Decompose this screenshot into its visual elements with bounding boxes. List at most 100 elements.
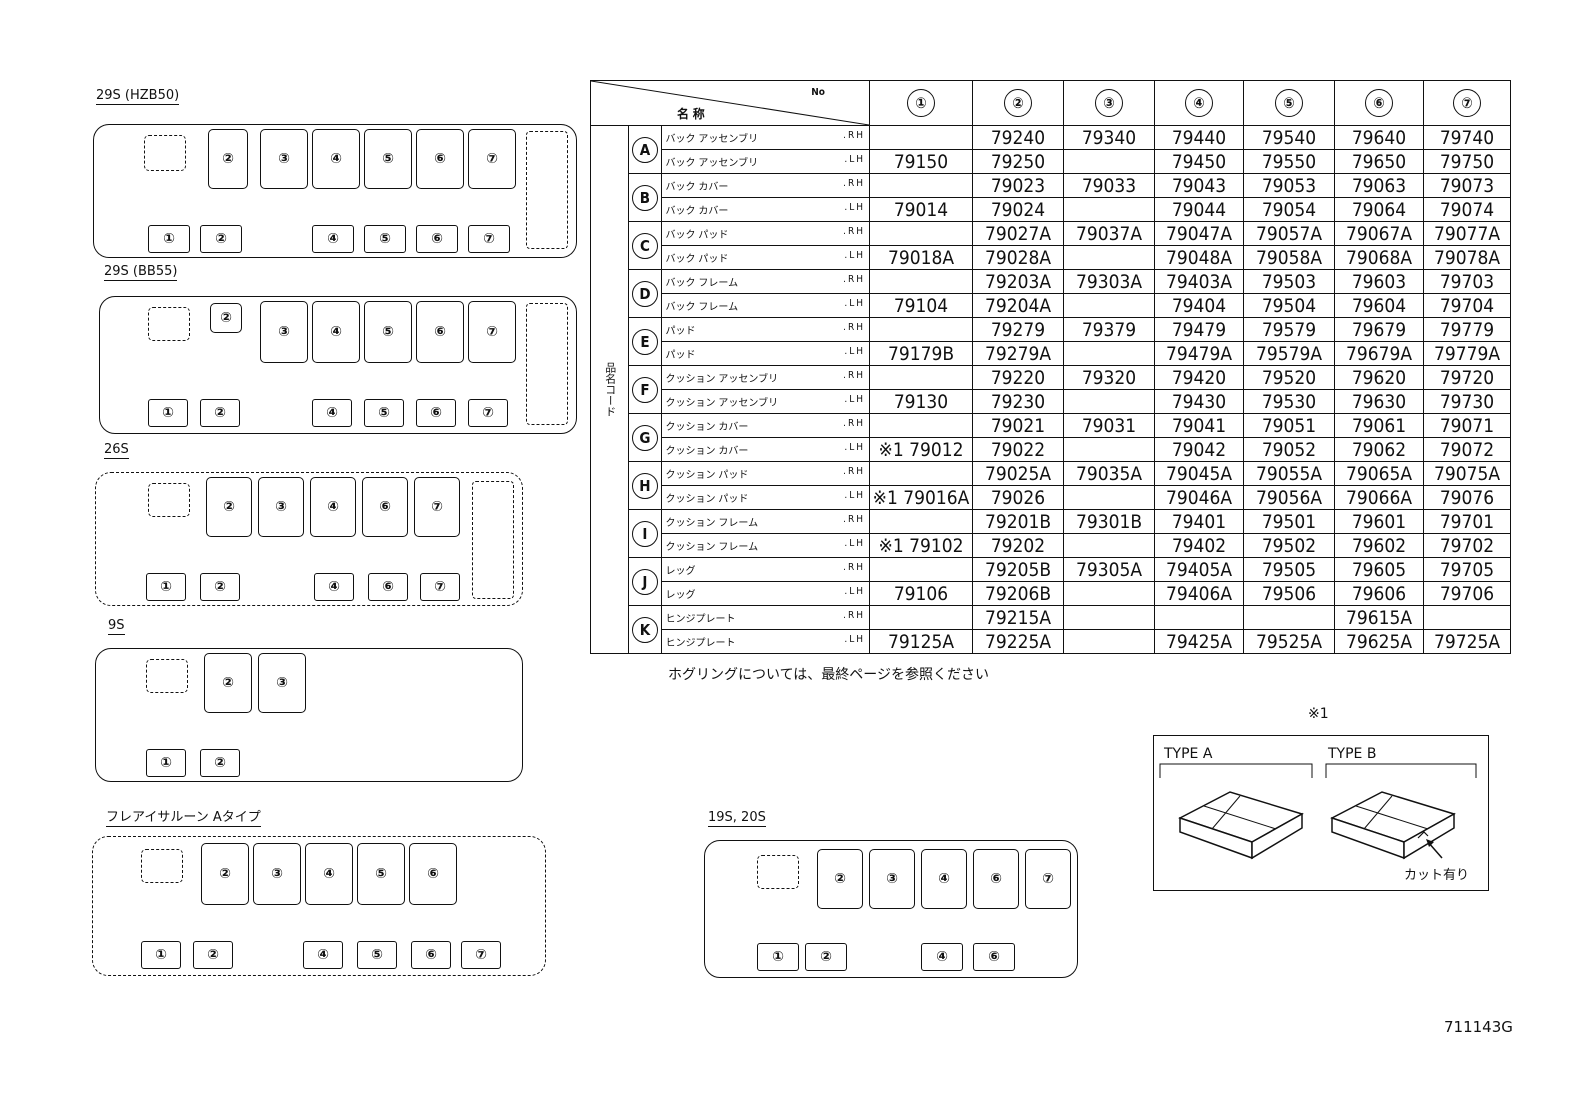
column-header-1: ① bbox=[869, 80, 973, 126]
part-number-col-6: 79065A bbox=[1334, 461, 1424, 486]
part-number-col-4: 79041 bbox=[1154, 413, 1244, 438]
driver-seat bbox=[141, 849, 183, 883]
part-number-col-6: 79630 bbox=[1334, 389, 1424, 414]
part-name: クッション フレーム.LH bbox=[660, 533, 871, 558]
part-number-col-5: 79550 bbox=[1243, 149, 1335, 174]
layout-title-26s: 26S bbox=[104, 442, 129, 459]
part-number-col-6: 79603 bbox=[1334, 269, 1424, 294]
part-number-col-1: 79106 bbox=[869, 581, 973, 606]
seat-1: ① bbox=[146, 749, 186, 777]
seat-5: ⑤ bbox=[364, 301, 412, 363]
part-number-col-7: 79720 bbox=[1423, 365, 1511, 390]
part-number-col-1 bbox=[869, 557, 973, 582]
part-number-col-5: 79520 bbox=[1243, 365, 1335, 390]
part-number-col-7: 79740 bbox=[1423, 125, 1511, 150]
seat-4-aisle: ④ bbox=[303, 941, 343, 969]
cut-label: カット有り bbox=[1404, 868, 1470, 883]
part-number-col-2: 79205B bbox=[972, 557, 1064, 582]
layout-title-9s: 9S bbox=[108, 618, 125, 635]
part-number-col-6: 79650 bbox=[1334, 149, 1424, 174]
seat-5-aisle: ⑤ bbox=[364, 225, 406, 253]
part-name: バック アッセンブリ.RH bbox=[660, 125, 871, 150]
part-name: クッション カバー.RH bbox=[660, 413, 871, 438]
part-name: レッグ.RH bbox=[660, 557, 871, 582]
seat-5: ⑤ bbox=[357, 843, 405, 905]
part-number-col-1 bbox=[869, 509, 973, 534]
part-number-col-3 bbox=[1063, 293, 1155, 318]
seat-4: ④ bbox=[310, 477, 356, 537]
seat-7-aisle: ⑦ bbox=[461, 941, 501, 969]
part-side: .LH bbox=[844, 538, 865, 549]
seat-1: ① bbox=[148, 399, 188, 427]
bus-diagram-flair-saloon: ② ③ ④ ⑤ ⑥ ① ② ④ ⑤ ⑥ ⑦ bbox=[92, 836, 546, 976]
group-letter-k: K bbox=[628, 605, 662, 654]
part-side: .RH bbox=[843, 466, 865, 477]
seat-6: ⑥ bbox=[362, 477, 408, 537]
seat-3: ③ bbox=[258, 653, 306, 713]
part-number-col-3 bbox=[1063, 581, 1155, 606]
part-number-col-1: 79125A bbox=[869, 629, 973, 654]
part-number-col-7: 79071 bbox=[1423, 413, 1511, 438]
part-number-col-6: 79067A bbox=[1334, 221, 1424, 246]
part-number-col-5: 79058A bbox=[1243, 245, 1335, 270]
part-number-col-5: 79057A bbox=[1243, 221, 1335, 246]
part-number-col-4: 79406A bbox=[1154, 581, 1244, 606]
part-number-col-3: 79301B bbox=[1063, 509, 1155, 534]
seat-1: ① bbox=[146, 573, 186, 601]
part-number-col-1: 79104 bbox=[869, 293, 973, 318]
part-number-col-4: 79047A bbox=[1154, 221, 1244, 246]
part-side: .RH bbox=[843, 610, 865, 621]
part-name: クッション パッド.LH bbox=[660, 485, 871, 510]
column-header-5: ⑤ bbox=[1243, 80, 1335, 126]
part-number-col-2: 79027A bbox=[972, 221, 1064, 246]
part-number-col-2: 79023 bbox=[972, 173, 1064, 198]
part-side: .LH bbox=[844, 154, 865, 165]
layout-title-flair-saloon: フレアイサルーン Aタイプ bbox=[106, 806, 261, 827]
part-number-col-2: 79201B bbox=[972, 509, 1064, 534]
part-side: .LH bbox=[844, 442, 865, 453]
part-name: バック パッド.LH bbox=[660, 245, 871, 270]
seat-7: ⑦ bbox=[468, 129, 516, 189]
part-name: バック アッセンブリ.LH bbox=[660, 149, 871, 174]
rear-bench bbox=[526, 131, 568, 249]
part-side: .LH bbox=[844, 346, 865, 357]
part-number-col-3 bbox=[1063, 437, 1155, 462]
part-side: .LH bbox=[844, 586, 865, 597]
part-number-col-6: 79602 bbox=[1334, 533, 1424, 558]
header-no: No bbox=[811, 87, 825, 98]
bus-diagram-29s-hzb50: ② ③ ④ ⑤ ⑥ ⑦ ① ② ④ ⑤ ⑥ ⑦ bbox=[93, 124, 577, 258]
part-number-col-7: 79701 bbox=[1423, 509, 1511, 534]
driver-seat bbox=[146, 659, 188, 693]
part-number-col-6: 79063 bbox=[1334, 173, 1424, 198]
part-number-col-2: 79028A bbox=[972, 245, 1064, 270]
part-number-col-6: 79625A bbox=[1334, 629, 1424, 654]
part-number-col-2: 79240 bbox=[972, 125, 1064, 150]
seat-7-aisle: ⑦ bbox=[468, 399, 508, 427]
seat-6-aisle: ⑥ bbox=[416, 399, 456, 427]
part-number-col-2: 79215A bbox=[972, 605, 1064, 630]
part-side: .RH bbox=[843, 178, 865, 189]
part-number-col-1 bbox=[869, 173, 973, 198]
driver-seat bbox=[144, 135, 186, 171]
part-number-col-2: 79026 bbox=[972, 485, 1064, 510]
part-number-col-3 bbox=[1063, 341, 1155, 366]
layout-title-29s-hzb50: 29S (HZB50) bbox=[96, 88, 180, 105]
driver-seat bbox=[757, 855, 799, 889]
bus-diagram-19s-20s: ② ③ ④ ⑥ ⑦ ① ② ④ ⑥ bbox=[704, 840, 1078, 978]
seat-5-aisle: ⑤ bbox=[364, 399, 404, 427]
part-name: パッド.RH bbox=[660, 317, 871, 342]
part-side: .RH bbox=[843, 322, 865, 333]
part-number-col-4: 79043 bbox=[1154, 173, 1244, 198]
part-number-col-1: 79179B bbox=[869, 341, 973, 366]
part-number-col-7: 79730 bbox=[1423, 389, 1511, 414]
part-number-col-3: 79340 bbox=[1063, 125, 1155, 150]
part-number-col-7: 79074 bbox=[1423, 197, 1511, 222]
part-side: .LH bbox=[844, 298, 865, 309]
driver-seat bbox=[148, 483, 190, 517]
